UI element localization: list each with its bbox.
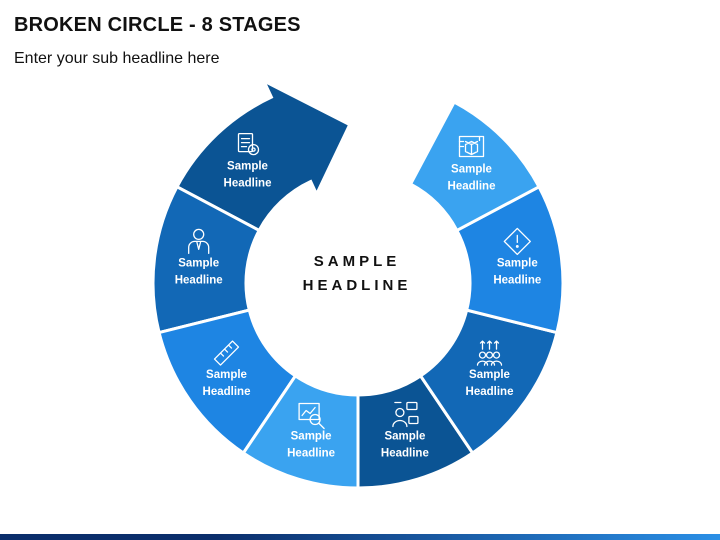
stage-1-label-line2: Headline	[224, 178, 272, 190]
stage-4-label-line1: Sample	[291, 431, 332, 443]
stage-6-label-line1: Sample	[469, 369, 510, 381]
stage-1-label-line1: Sample	[227, 161, 268, 173]
stage-6-label-line2: Headline	[466, 386, 514, 398]
document-eye-icon	[237, 132, 260, 156]
stage-2-label-line1: Sample	[178, 257, 219, 269]
stage-4-shape	[241, 373, 360, 490]
stage-5-label-line1: Sample	[384, 431, 425, 443]
slide-subtitle: Enter your sub headline here	[14, 50, 220, 67]
stage-8-shape	[408, 99, 542, 233]
slide-title: BROKEN CIRCLE - 8 STAGES	[14, 14, 301, 36]
stage-5-label-line2: Headline	[381, 448, 429, 460]
stage-8-label-line1: Sample	[451, 164, 492, 176]
stage-3-label-line1: Sample	[206, 369, 247, 381]
stage-3-shape	[157, 308, 298, 456]
footer-bar	[0, 534, 720, 540]
blueprint-box-icon	[458, 135, 485, 158]
stage-7-label-line2: Headline	[493, 274, 541, 286]
stage-2-shape	[151, 184, 262, 335]
center-headline-line2: HEADLINE	[303, 277, 412, 294]
businessman-icon	[188, 228, 210, 255]
stage-4-label-line2: Headline	[287, 448, 335, 460]
ruler-icon	[213, 340, 240, 366]
stage-5-shape	[356, 373, 475, 490]
stage-7-shape	[454, 184, 565, 335]
stage-2-label-line2: Headline	[175, 274, 223, 286]
stage-8-label-line2: Headline	[448, 181, 496, 193]
stage-6-shape	[418, 308, 559, 456]
stage-7-label-line1: Sample	[497, 257, 538, 269]
center-headline-line1: SAMPLE	[314, 253, 401, 270]
group-growth-icon	[476, 340, 503, 366]
stage-1-shape	[174, 77, 352, 233]
team-chat-icon	[392, 401, 419, 428]
warning-sign-icon	[503, 227, 531, 256]
analysis-search-icon	[298, 402, 325, 430]
stage-3-label-line2: Headline	[203, 386, 251, 398]
